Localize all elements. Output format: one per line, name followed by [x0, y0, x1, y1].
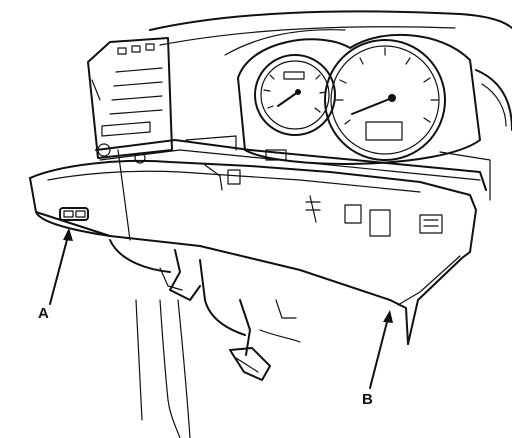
speedometer-icon — [324, 39, 446, 161]
upper-trim — [95, 135, 491, 201]
callout-a-leader — [49, 228, 73, 305]
switch-slot — [59, 207, 89, 221]
callout-b-leader — [369, 310, 393, 389]
side-trim — [117, 149, 143, 421]
dashboard-contour — [149, 10, 512, 56]
lower-dashboard-panel — [29, 159, 477, 345]
instrument-cluster — [237, 33, 512, 165]
callout-label-a: A — [38, 305, 49, 322]
air-vent — [87, 37, 173, 159]
fasteners — [97, 143, 241, 191]
callout-label-b: B — [362, 391, 373, 408]
tachometer-icon — [254, 54, 336, 136]
wiring-harness — [109, 239, 301, 438]
